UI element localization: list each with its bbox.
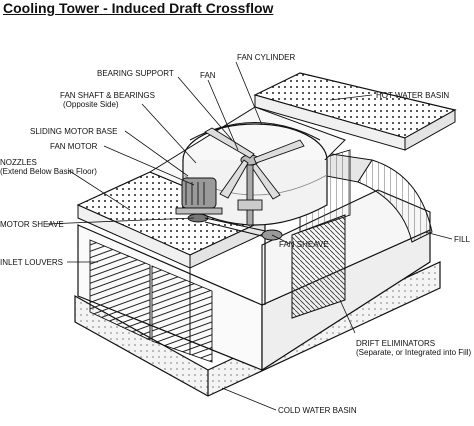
diagram-title: Cooling Tower - Induced Draft Crossflow (3, 0, 274, 16)
label-bearing-support: BEARING SUPPORT (97, 69, 174, 78)
label-fill: FILL (454, 235, 471, 244)
label-motor-sheave: MOTOR SHEAVE (0, 220, 64, 229)
label-sliding-motor-base: SLIDING MOTOR BASE (30, 127, 118, 136)
label-fan-motor: FAN MOTOR (50, 142, 98, 151)
fan-shaft (237, 164, 263, 226)
label-inlet-louvers: INLET LOUVERS (0, 258, 63, 267)
label-drift-eliminators: DRIFT ELIMINATORS (356, 339, 436, 348)
fan-blades (204, 127, 305, 200)
inlet-louver-panel (77, 224, 263, 371)
label-fan-sheave: FAN SHEAVE (279, 240, 329, 249)
label-fan: FAN (200, 71, 216, 80)
right-hot-water-basin (253, 72, 457, 151)
label-fan-cylinder: FAN CYLINDER (237, 53, 296, 62)
label-hot-water-basin: HOT WATER BASIN (376, 91, 450, 100)
label-nozzles: NOZZLES (0, 158, 37, 167)
label-drift-eliminators-sub: (Separate, or Integrated into Fill) (356, 348, 472, 357)
label-fan-shaft-bearings-sub: (Opposite Side) (63, 100, 119, 109)
leader-lines (45, 61, 453, 411)
label-cold-water-basin: COLD WATER BASIN (278, 406, 357, 415)
fan-motor-shape (175, 177, 223, 223)
label-nozzles-sub: (Extend Below Basin Floor) (0, 167, 97, 176)
label-fan-shaft-bearings: FAN SHAFT & BEARINGS (60, 91, 155, 100)
